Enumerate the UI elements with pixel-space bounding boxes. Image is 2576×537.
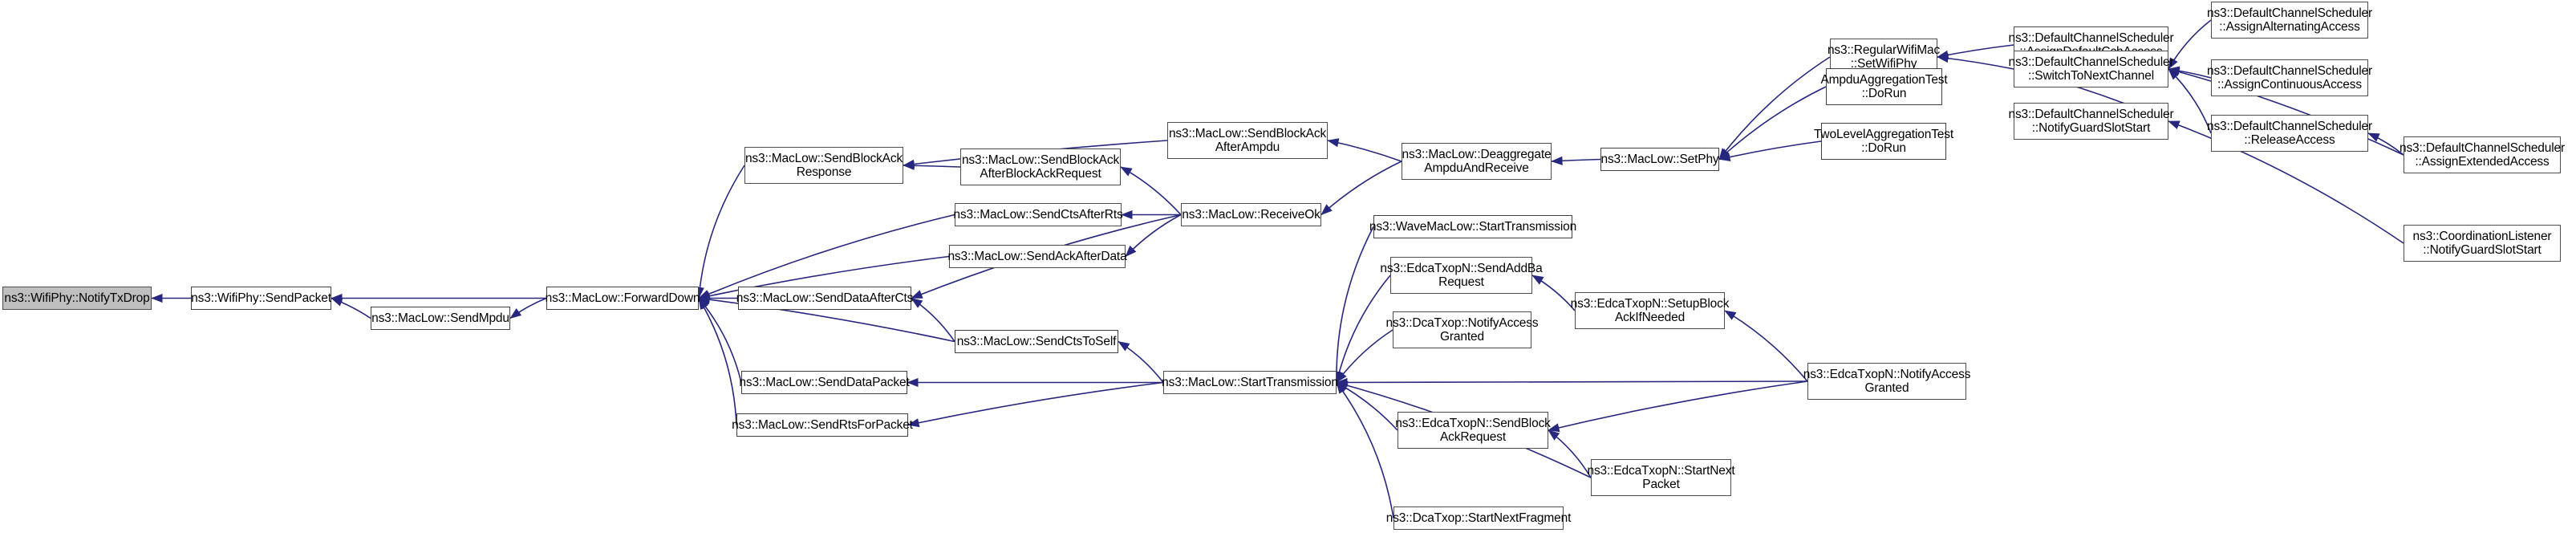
graph-edge [1724, 310, 1808, 382]
graph-edge [911, 297, 955, 342]
graph-edge [1336, 329, 1393, 384]
graph-node[interactable]: ns3::EdcaTxopN::SetupBlock AckIfNeeded [1571, 292, 1730, 329]
graph-node[interactable]: ns3::CoordinationListener ::NotifyGuardS… [2404, 225, 2561, 262]
graph-node[interactable]: AmpduAggregationTest ::DoRun [1820, 68, 1948, 105]
graph-edge [1718, 140, 1822, 161]
graph-node[interactable]: ns3::EdcaTxopN::SendBlock AckRequest [1395, 412, 1551, 449]
graph-edge [1937, 54, 2014, 70]
graph-node[interactable]: ns3::MacLow::SendBlockAck Response [744, 147, 903, 184]
graph-edge [2168, 19, 2212, 70]
graph-edge [2168, 68, 2212, 134]
graph-edge [1125, 214, 1182, 258]
graph-node[interactable]: ns3::MacLow::SendDataPacket [739, 371, 910, 394]
graph-node[interactable]: ns3::MacLow::SendBlockAck AfterBlockAckR… [960, 148, 1121, 185]
graph-node[interactable]: ns3::MacLow::ForwardDown [546, 287, 700, 310]
graph-node[interactable]: ns3::MacLow::Deaggregate AmpduAndReceive [1402, 143, 1552, 180]
graph-edge [1336, 381, 1394, 519]
graph-node[interactable]: ns3::WifiPhy::SendPacket [191, 287, 331, 310]
graph-node[interactable]: ns3::MacLow::SendRtsForPacket [732, 413, 913, 437]
graph-node[interactable]: ns3::DefaultChannelScheduler ::SwitchToN… [2008, 51, 2174, 87]
graph-node[interactable]: ns3::MacLow::SendBlockAck AfterAmpdu [1167, 122, 1328, 159]
graph-edge [331, 297, 371, 319]
graph-edge [1120, 166, 1182, 216]
graph-edge [1118, 340, 1164, 383]
graph-node[interactable]: ns3::WaveMacLow::StartTransmission [1369, 215, 1576, 238]
graph-edge [1548, 380, 1808, 433]
graph-edge [509, 297, 547, 319]
graph-edge [698, 214, 955, 299]
graph-edges [151, 19, 2404, 519]
graph-edge [903, 161, 961, 170]
graph-edge [1327, 138, 1402, 162]
graph-node[interactable]: ns3::DcaTxop::StartNextFragment [1386, 506, 1571, 530]
graph-node[interactable]: ns3::DefaultChannelScheduler ::AssignCon… [2207, 59, 2372, 96]
graph-node[interactable]: ns3::DefaultChannelScheduler ::ReleaseAc… [2207, 115, 2372, 152]
graph-edge [1336, 377, 1808, 388]
graph-edge [2168, 66, 2212, 79]
graph-node[interactable]: ns3::MacLow::SendCtsToSelf [955, 330, 1118, 353]
graph-node[interactable]: ns3::WifiPhy::NotifyTxDrop [2, 287, 152, 310]
graph-node[interactable]: ns3::EdcaTxopN::SendAddBa Request [1380, 257, 1543, 294]
graph-edge [698, 297, 742, 383]
graph-edge [1718, 86, 1827, 161]
graph-node[interactable]: TwoLevelAggregationTest ::DoRun [1814, 123, 1953, 160]
graph-node[interactable]: ns3::MacLow::StartTransmission [1162, 371, 1338, 394]
graph-node[interactable]: ns3::MacLow::SendDataAfterCts [736, 287, 913, 310]
graph-edge [2367, 132, 2404, 156]
graph-node[interactable]: ns3::MacLow::SendMpdu [371, 307, 510, 330]
graph-node[interactable]: ns3::MacLow::SetPhy [1600, 148, 1719, 171]
graph-node[interactable]: ns3::MacLow::SendAckAfterData [947, 245, 1127, 268]
graph-edge [1937, 44, 2014, 59]
graph-edge [1320, 161, 1402, 216]
graph-node[interactable]: ns3::DefaultChannelScheduler ::AssignExt… [2400, 136, 2565, 173]
graph-edge [1336, 381, 1398, 431]
graph-edge [695, 165, 745, 299]
graph-node[interactable]: ns3::EdcaTxopN::StartNext Packet [1587, 459, 1735, 496]
graph-node[interactable]: ns3::DefaultChannelScheduler ::NotifyGua… [2008, 103, 2174, 140]
graph-edge [1548, 429, 1592, 478]
graph-edge [698, 297, 737, 425]
graph-node[interactable]: ns3::DcaTxop::NotifyAccess Granted [1386, 311, 1539, 348]
graph-node[interactable]: ns3::MacLow::SendCtsAfterRts [953, 203, 1123, 226]
graph-edge [1332, 226, 1374, 384]
graph-node[interactable]: ns3::MacLow::ReceiveOk [1181, 203, 1321, 226]
graph-node[interactable]: ns3::EdcaTxopN::NotifyAccess Granted [1803, 363, 1970, 400]
graph-edge [1551, 156, 1601, 165]
graph-edge [1334, 275, 1391, 384]
graph-node[interactable]: ns3::DefaultChannelScheduler ::AssignAlt… [2207, 2, 2372, 39]
graph-edge [907, 381, 1164, 428]
